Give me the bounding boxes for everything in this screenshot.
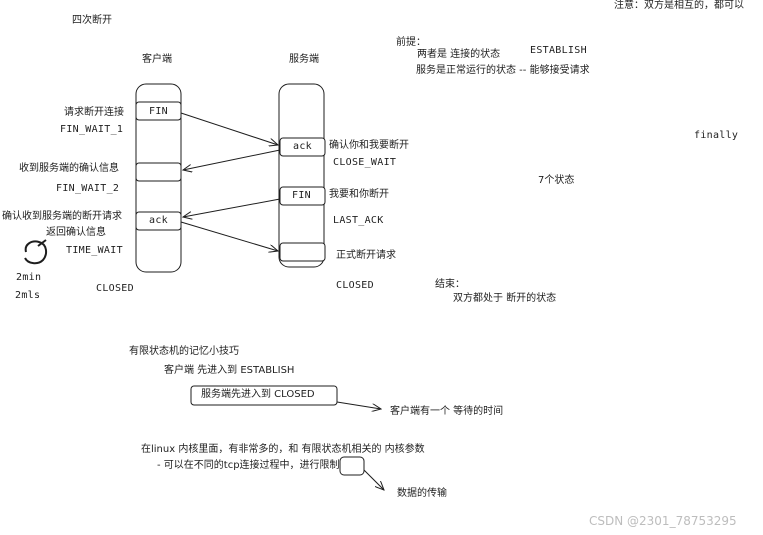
client-state-closed: CLOSED — [96, 283, 134, 294]
client-return-confirm-label: 返回确认信息 — [46, 227, 106, 238]
premise-title: 前提： — [396, 37, 426, 48]
tips-title: 有限状态机的记忆小技巧 — [129, 346, 239, 357]
kernel-result: 数据的传输 — [397, 488, 447, 499]
client-header: 客户端 — [142, 54, 172, 65]
timer-2min: 2min — [16, 272, 42, 283]
client-state-fin-wait-2: FIN_WAIT_2 — [56, 183, 120, 194]
seven-states-label: 7个状态 — [538, 175, 575, 186]
kernel-line1: 在linux 内核里面，有非常多的，和 有限状态机相关的 内核参数 — [141, 444, 425, 455]
server-state-close-wait: CLOSE_WAIT — [333, 157, 397, 168]
server-close-box — [279, 242, 326, 262]
timer-2mls: 2mls — [15, 290, 41, 301]
server-ack-label: ack — [293, 141, 312, 152]
arrow-to-client-wait — [336, 401, 381, 409]
server-closed-first-box — [190, 385, 338, 406]
limit-highlight-box — [339, 456, 365, 476]
arrow-client-ack-to-server — [180, 221, 278, 251]
client-state-time-wait: TIME_WAIT — [66, 245, 123, 256]
server-fin-box — [279, 186, 326, 206]
server-lifeline — [278, 83, 325, 268]
client-fin-box — [135, 101, 182, 121]
server-ack-box — [279, 137, 326, 157]
client-ack-label: ack — [149, 215, 168, 226]
server-fin-label: FIN — [292, 190, 311, 201]
kernel-line2: - 可以在不同的tcp连接过程中，进行限制 — [157, 460, 340, 471]
client-request-close-label: 请求断开连接 — [64, 107, 124, 118]
csdn-watermark: CSDN @2301_78753295 — [589, 514, 737, 528]
server-state-closed: CLOSED — [336, 280, 374, 291]
arrow-client-fin-to-server — [180, 112, 278, 145]
premise-establish: ESTABLISH — [530, 45, 587, 56]
diagram-title: 四次断开 — [72, 15, 112, 26]
premise-line2: 服务是正常运行的状态 -- 能够接受请求 — [416, 65, 590, 76]
end-line: 双方都处于 断开的状态 — [453, 293, 557, 304]
premise-line1: 两者是 连接的状态 — [417, 49, 501, 60]
tips-client-first: 客户端 先进入到 ESTABLISH — [164, 365, 295, 376]
tips-server-first: 服务端先进入到 CLOSED — [201, 389, 315, 400]
arrow-server-fin-to-client — [183, 198, 281, 217]
arrow-server-ack-to-client — [183, 149, 281, 170]
arrow-to-data-transfer — [363, 469, 384, 490]
server-state-last-ack: LAST_ACK — [333, 215, 384, 226]
server-formal-close-label: 正式断开请求 — [336, 250, 396, 261]
client-recv-confirm-label: 收到服务端的确认信息 — [19, 163, 119, 174]
timer-icon — [24, 239, 48, 265]
end-title: 结束： — [435, 279, 465, 290]
client-ack-box — [135, 211, 182, 231]
server-confirm-label: 确认你和我要断开 — [329, 140, 409, 151]
client-state-fin-wait-1: FIN_WAIT_1 — [60, 124, 124, 135]
top-right-note: 注意：双方是相互的，都可以 — [614, 0, 744, 11]
client-fin-label: FIN — [149, 106, 168, 117]
finally-label: finally — [694, 130, 739, 141]
client-wait-box — [135, 162, 182, 182]
tips-client-wait: 客户端有一个 等待的时间 — [390, 406, 504, 417]
server-header: 服务端 — [289, 54, 319, 65]
server-i-close-label: 我要和你断开 — [329, 189, 389, 200]
client-confirm-close-req-label: 确认收到服务端的断开请求 — [2, 211, 122, 222]
